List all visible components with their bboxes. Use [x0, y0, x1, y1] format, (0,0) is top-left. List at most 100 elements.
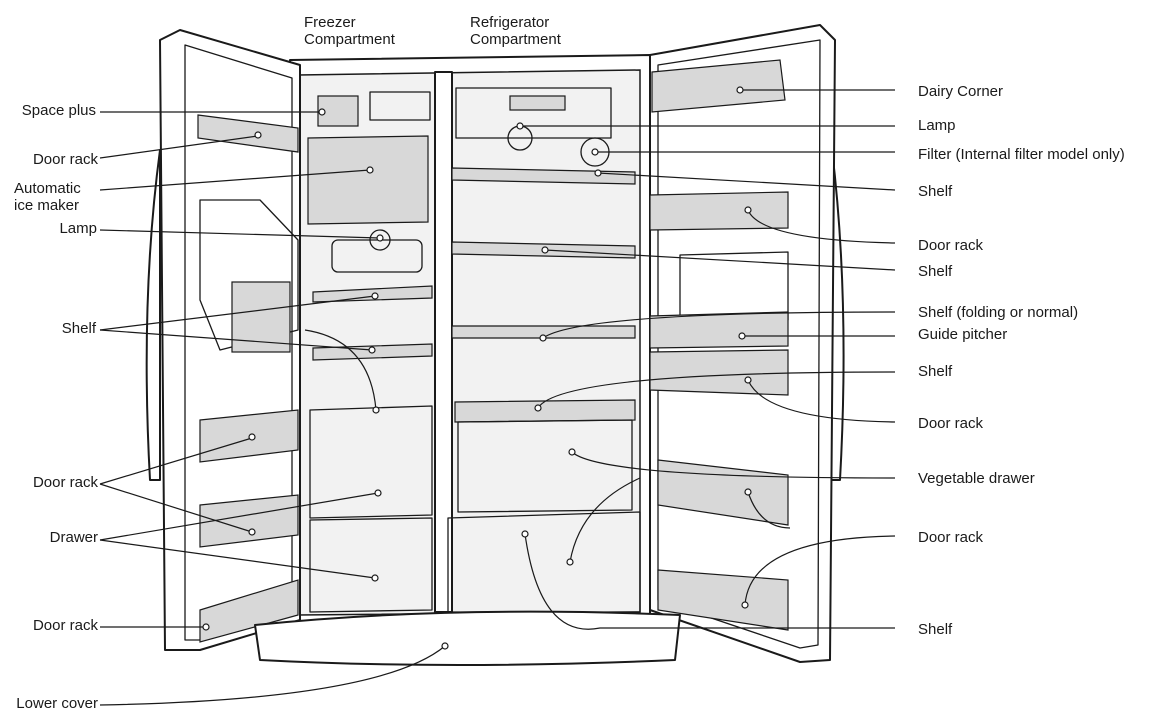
leader-shelf-3	[537, 371, 896, 409]
leader-shelf-bottom	[524, 533, 895, 630]
freezer-control-panel	[369, 91, 431, 121]
leader-door-rack-1	[99, 135, 259, 159]
fridge-shelf-3	[451, 325, 636, 339]
leader-ice-maker	[99, 169, 371, 191]
label-shelf-right-4: Shelf	[918, 621, 953, 638]
label-door-rack-left-3: Door rack	[32, 617, 98, 634]
label-dairy-corner: Dairy Corner	[918, 83, 1004, 100]
label-door-rack-right-2: Door rack	[918, 415, 984, 432]
dot-shelf-3	[534, 404, 542, 412]
dot-ice-maker	[366, 166, 374, 174]
dot-shelf-folding	[539, 334, 547, 342]
heading-refrigerator-compartment: Refrigerator Compartment	[470, 14, 561, 48]
dot-lamp	[516, 122, 524, 130]
label-shelf-folding: Shelf (folding or normal)	[918, 304, 1079, 321]
left-door-rack-4	[199, 579, 299, 643]
dot-right-door-rack-4	[741, 601, 749, 609]
label-drawer: Drawer	[49, 529, 98, 546]
dot-freezer-lamp	[376, 234, 384, 242]
leader-door-rack-4	[744, 535, 896, 606]
dot-shelf-bottom	[521, 530, 529, 538]
fridge-display	[509, 95, 566, 111]
fridge-shelf-4	[454, 399, 636, 423]
dot-guide-pitcher	[738, 332, 746, 340]
label-filter: Filter (Internal filter model only)	[918, 146, 1125, 163]
dot-space-plus	[318, 108, 326, 116]
leader-door-rack-3	[747, 491, 791, 529]
dot-right-door-rack-2	[744, 376, 752, 384]
dot-door-rack-1	[254, 131, 262, 139]
leader-shelf-a	[99, 295, 376, 331]
leader-door-rack-3	[99, 483, 253, 533]
leader-freezer-lamp	[99, 229, 381, 239]
label-door-rack-right-1: Door rack	[918, 237, 984, 254]
dot-lower-cover	[441, 642, 449, 650]
label-shelf-right-3: Shelf	[918, 363, 953, 380]
leader-door-rack-1	[747, 209, 896, 244]
dot-shelf-b	[368, 346, 376, 354]
label-lower-cover: Lower cover	[16, 695, 98, 712]
lower-cover	[254, 610, 681, 666]
dot-right-door-rack-1	[744, 206, 752, 214]
leader-shelf-folding	[542, 311, 896, 339]
leader-vegetable-drawer-b	[569, 477, 641, 563]
fridge-control-panel	[455, 87, 612, 139]
left-ice-dispenser	[199, 199, 299, 351]
freezer-lamp	[369, 229, 391, 251]
leader-drawer-b	[99, 539, 376, 579]
left-door-rack-1	[197, 114, 299, 153]
label-space-plus: Space plus	[21, 102, 96, 119]
dot-door-rack-2	[248, 433, 256, 441]
freezer-drawer-2	[309, 517, 433, 613]
dot-dairy-corner	[736, 86, 744, 94]
leader-vegetable-drawer-a	[571, 451, 896, 479]
leader-door-rack-2	[99, 437, 253, 485]
leader-shelf-c	[304, 329, 377, 411]
right-door-shelf-folding	[649, 311, 789, 349]
fridge-shelf-1	[451, 167, 636, 185]
dairy-corner-bin	[651, 59, 786, 113]
label-shelf-left: Shelf	[61, 320, 96, 337]
label-lamp-left: Lamp	[59, 220, 97, 237]
left-leaders	[99, 111, 446, 706]
center-divider	[434, 71, 453, 613]
leader-drawer-a	[99, 492, 379, 541]
ice-bucket	[331, 239, 423, 273]
heading-freezer-compartment: Freezer Compartment	[304, 14, 395, 48]
dot-shelf-2	[541, 246, 549, 254]
dot-right-door-rack-3	[744, 488, 752, 496]
vegetable-drawer-2	[447, 511, 641, 613]
label-shelf-right-2: Shelf	[918, 263, 953, 280]
right-leaders	[520, 89, 896, 630]
dot-shelf-a	[371, 292, 379, 300]
leader-shelf-b	[99, 329, 373, 351]
vegetable-drawer-1	[457, 419, 633, 513]
right-door-liner	[657, 39, 821, 649]
dot-door-rack-3	[248, 528, 256, 536]
dot-vegetable-drawer-b	[566, 558, 574, 566]
label-door-rack-left-2: Door rack	[32, 474, 98, 491]
right-door-rack-1	[649, 191, 789, 231]
dot-drawer-b	[371, 574, 379, 582]
dot-filter	[591, 148, 599, 156]
leader-shelf-1	[597, 172, 896, 191]
leader-lower-cover	[99, 645, 446, 706]
label-vegetable-drawer: Vegetable drawer	[918, 470, 1035, 487]
label-door-rack-right-3: Door rack	[918, 529, 984, 546]
dot-vegetable-drawer-a	[568, 448, 576, 456]
freezer-drawer-1	[309, 405, 433, 519]
label-guide-pitcher: Guide pitcher	[918, 326, 1008, 343]
leader-door-rack-2	[747, 379, 896, 423]
left-door-rack-3	[199, 494, 299, 548]
label-shelf-right-1: Shelf	[918, 183, 953, 200]
label-automatic-ice-maker: Automatic ice maker	[14, 180, 81, 214]
left-door-hinge	[145, 149, 161, 481]
dot-shelf-c	[372, 406, 380, 414]
automatic-ice-maker	[307, 135, 429, 225]
dot-drawer-a	[374, 489, 382, 497]
callout-dots	[202, 86, 752, 650]
right-door-rack-4	[657, 569, 789, 631]
right-door-rack-2	[649, 349, 789, 396]
